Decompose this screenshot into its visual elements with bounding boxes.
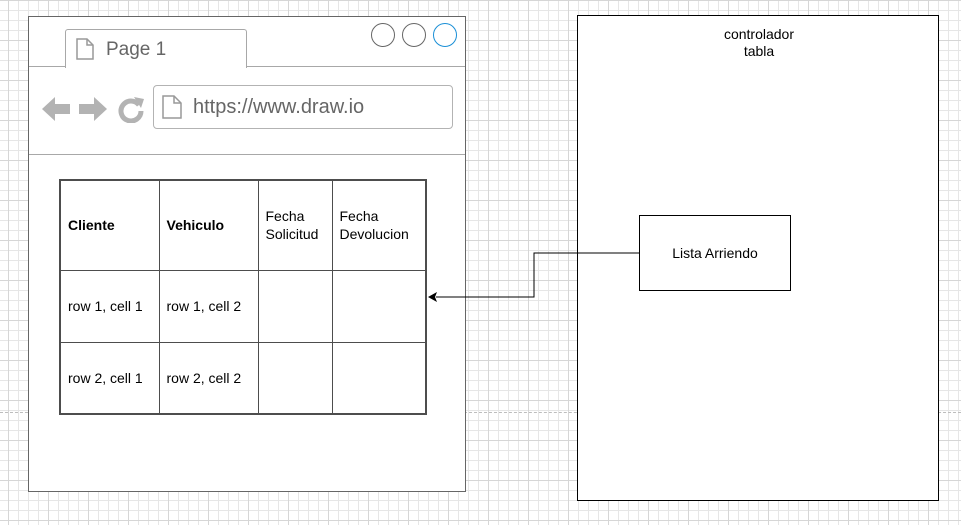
tab-label: Page 1 bbox=[106, 39, 167, 60]
arrow-left-icon[interactable] bbox=[41, 95, 71, 123]
table-cell bbox=[331, 269, 427, 343]
header-line: Fecha bbox=[339, 208, 379, 225]
url-text: https://www.draw.io bbox=[193, 96, 365, 118]
table-cell bbox=[257, 341, 333, 415]
page-icon bbox=[76, 38, 94, 60]
table-cell: row 2, cell 2 bbox=[158, 341, 259, 415]
table-cell: row 1, cell 1 bbox=[59, 269, 160, 343]
table-header-cell: Cliente bbox=[59, 179, 160, 271]
browser-mockup[interactable]: Page 1 https://www.draw.io Cliente Vehic… bbox=[28, 16, 466, 492]
tab-baseline bbox=[29, 66, 66, 67]
table-cell: row 2, cell 1 bbox=[59, 341, 160, 415]
table-row: row 1, cell 1 row 1, cell 2 bbox=[59, 269, 427, 343]
page-icon bbox=[162, 95, 182, 119]
header-line: Vehiculo bbox=[166, 217, 225, 234]
lista-arriendo-label: Lista Arriendo bbox=[672, 245, 758, 261]
arrow-right-icon[interactable] bbox=[78, 95, 108, 123]
address-bar[interactable]: https://www.draw.io bbox=[153, 85, 453, 129]
lista-arriendo-box[interactable]: Lista Arriendo bbox=[639, 215, 791, 291]
header-line: Solicitud bbox=[265, 226, 319, 243]
browser-tab[interactable]: Page 1 bbox=[65, 29, 247, 68]
controller-title-line: tabla bbox=[743, 43, 775, 59]
header-line: Fecha bbox=[265, 208, 305, 225]
toolbar-separator bbox=[29, 154, 465, 155]
table-cell: row 1, cell 2 bbox=[158, 269, 259, 343]
tab-baseline bbox=[246, 66, 465, 67]
reload-icon[interactable] bbox=[117, 95, 145, 123]
controller-title-line: controlador bbox=[723, 26, 795, 42]
table-header-cell: Vehiculo bbox=[158, 179, 259, 271]
header-line: Cliente bbox=[68, 217, 115, 234]
window-button-circle-icon[interactable] bbox=[433, 23, 457, 47]
table-row: row 2, cell 1 row 2, cell 2 bbox=[59, 341, 427, 415]
window-button-circle-icon[interactable] bbox=[371, 23, 395, 47]
header-line: Devolucion bbox=[339, 226, 409, 243]
window-button-circle-icon[interactable] bbox=[402, 23, 426, 47]
controller-title: controlador tabla bbox=[578, 26, 940, 60]
table-cell bbox=[331, 341, 427, 415]
table-cell bbox=[257, 269, 333, 343]
